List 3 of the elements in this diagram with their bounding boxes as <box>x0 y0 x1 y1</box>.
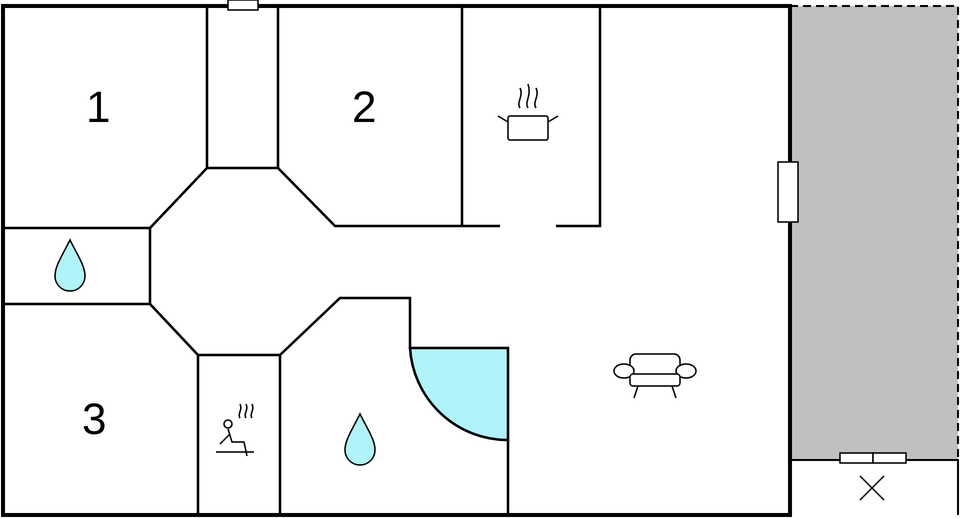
room-number: 3 <box>82 398 106 442</box>
room-number: 2 <box>352 86 376 130</box>
room-number: 1 <box>86 86 110 130</box>
